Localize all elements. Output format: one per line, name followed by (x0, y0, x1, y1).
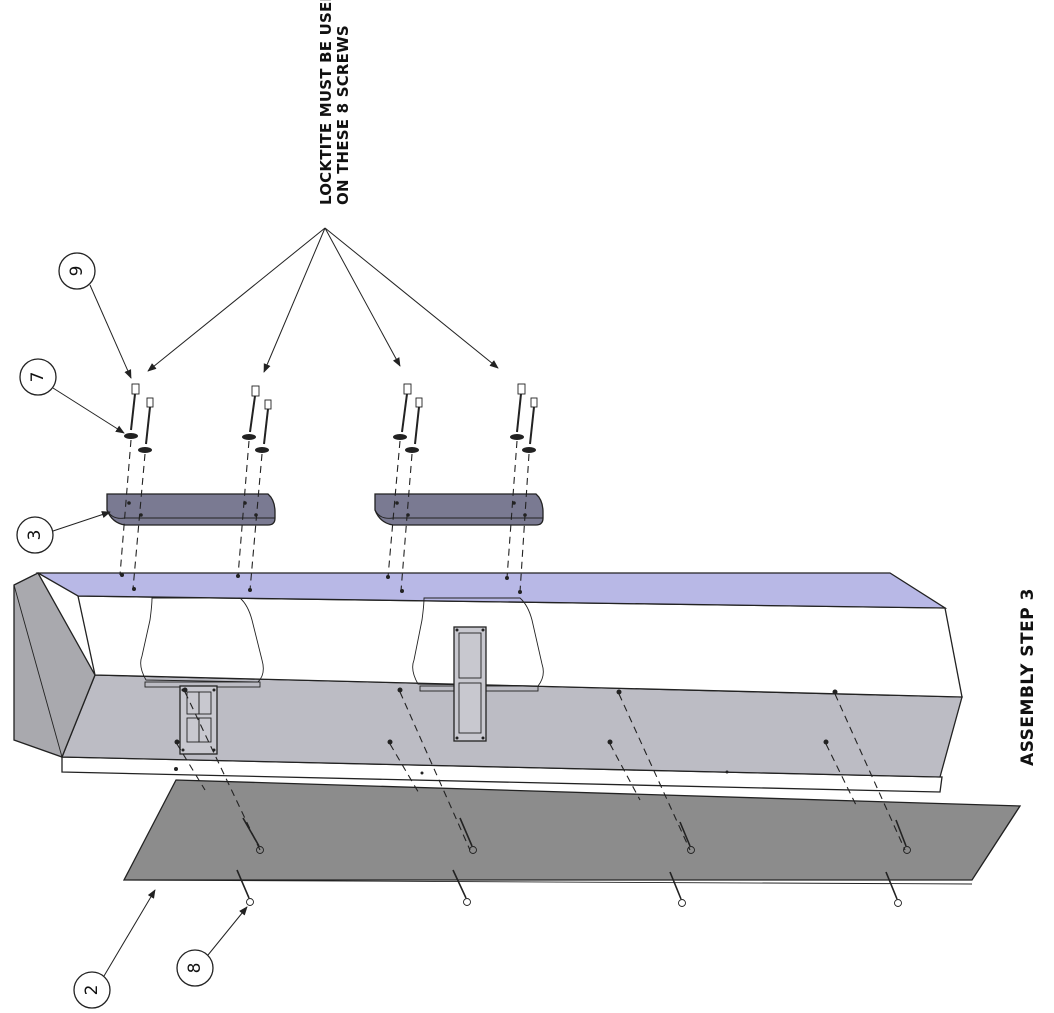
bracket-right (374, 493, 544, 526)
svg-text:2: 2 (82, 985, 102, 996)
note-line-1: LOCKTITE MUST BE USED (317, 0, 335, 205)
svg-text:9: 9 (67, 266, 87, 277)
bracket-holes (127, 501, 527, 517)
screw-pair-4 (510, 383, 538, 453)
top-screws (124, 383, 538, 453)
housing-body (13, 572, 963, 793)
bracket-left (106, 493, 276, 526)
housing-end-face (13, 572, 96, 758)
svg-text:8: 8 (185, 963, 205, 974)
display-module-left (179, 685, 218, 755)
svg-text:7: 7 (28, 372, 48, 383)
locktite-note: LOCKTITE MUST BE USED ON THESE 8 SCREWS (147, 0, 499, 373)
assembly-step-title: ASSEMBLY STEP 3 (1018, 588, 1038, 766)
screw-pair-3 (393, 383, 423, 453)
assembly-lines-front (176, 691, 906, 851)
svg-text:3: 3 (25, 530, 45, 541)
balloon-3: 3 (16, 511, 111, 554)
plate-screws (236, 817, 911, 907)
screw-pair-1 (124, 383, 154, 453)
balloon-8: 8 (176, 906, 248, 987)
front-holes (174, 687, 838, 775)
balloon-7: 7 (19, 358, 125, 434)
balloon-9: 9 (58, 252, 132, 379)
housing-top-face (35, 572, 948, 609)
balloon-2: 2 (73, 889, 156, 1009)
cover-plate (122, 779, 1022, 885)
assembly-lines-top (119, 439, 530, 593)
note-line-2: ON THESE 8 SCREWS (334, 25, 352, 205)
screw-pair-2 (242, 385, 272, 453)
display-module-right (453, 626, 487, 742)
